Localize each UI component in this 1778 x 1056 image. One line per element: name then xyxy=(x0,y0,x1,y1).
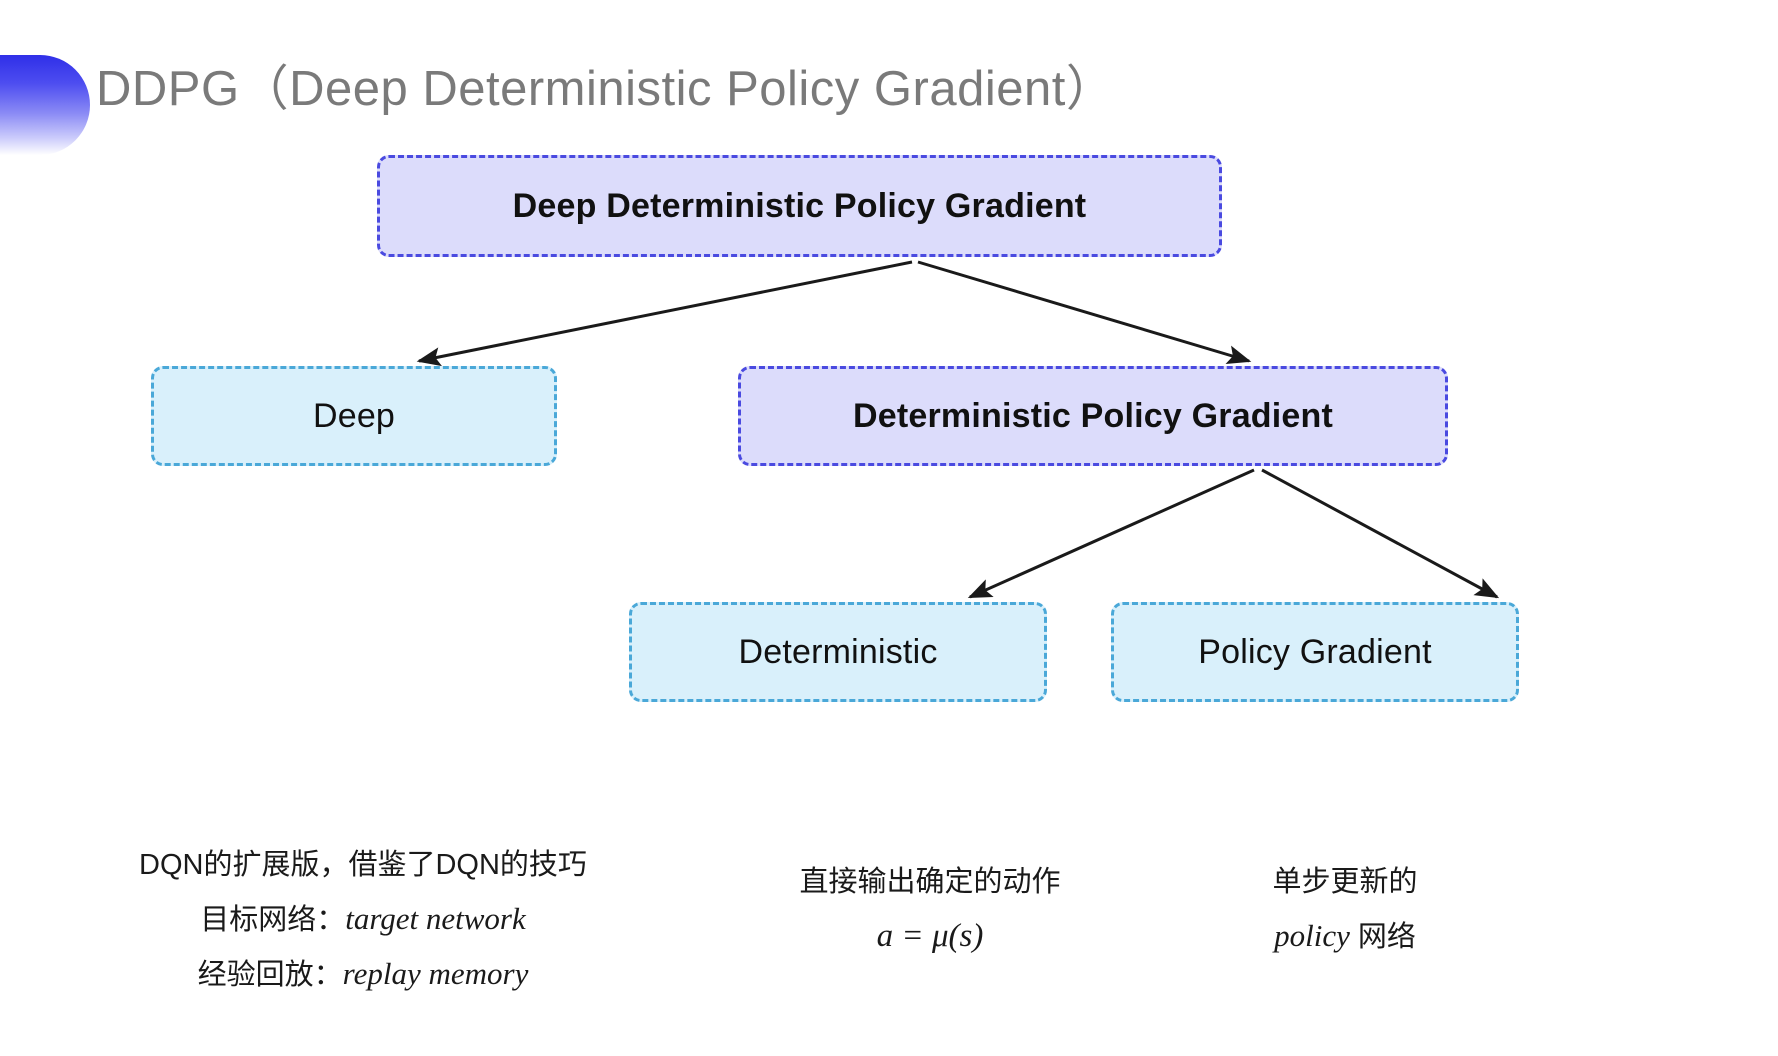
annotation-policy-gradient-line2: policy 网络 xyxy=(1165,909,1525,964)
node-policy-gradient[interactable]: Policy Gradient xyxy=(1111,602,1519,702)
annotation-deep-line2-term: target network xyxy=(345,901,526,936)
page-title: DDPG（Deep Deterministic Policy Gradient） xyxy=(96,62,1116,116)
annotation-policy-gradient-suffix: 网络 xyxy=(1349,921,1416,953)
annotation-policy-gradient: 单步更新的 policy 网络 xyxy=(1165,855,1525,964)
annotation-deterministic-line1: 直接输出确定的动作 xyxy=(799,866,1061,898)
arrow-dpg-to-deterministic xyxy=(967,468,1255,599)
node-deep[interactable]: Deep xyxy=(151,366,557,466)
annotation-deep-line1: DQN的扩展版，借鉴了DQN的技巧 xyxy=(139,849,587,881)
annotation-deep-line3: 经验回放：replay memory xyxy=(133,947,593,1002)
annotation-deterministic-formula: a = μ(s) xyxy=(876,918,984,954)
annotation-deep-line3-label: 经验回放： xyxy=(197,959,343,991)
annotation-deep: DQN的扩展版，借鉴了DQN的技巧 目标网络：target network 经验… xyxy=(133,838,593,1002)
decorative-halfcircle-icon xyxy=(0,55,90,155)
node-deep-deterministic-policy-gradient[interactable]: Deep Deterministic Policy Gradient xyxy=(377,155,1222,257)
annotation-policy-gradient-line1: 单步更新的 xyxy=(1272,866,1418,898)
node-deterministic[interactable]: Deterministic xyxy=(629,602,1047,702)
node-deterministic-policy-gradient[interactable]: Deterministic Policy Gradient xyxy=(738,366,1448,466)
annotation-deep-line2: 目标网络：target network xyxy=(133,892,593,947)
annotation-deep-line3-term: replay memory xyxy=(342,956,529,991)
arrow-root-to-dpg xyxy=(917,260,1252,365)
arrow-root-to-deep xyxy=(416,260,913,367)
arrow-dpg-to-policy-gradient xyxy=(1261,468,1500,599)
annotation-deep-line2-label: 目标网络： xyxy=(200,904,346,936)
annotation-policy-gradient-term: policy xyxy=(1274,918,1350,953)
annotation-deterministic: 直接输出确定的动作 a = μ(s) xyxy=(700,855,1160,963)
